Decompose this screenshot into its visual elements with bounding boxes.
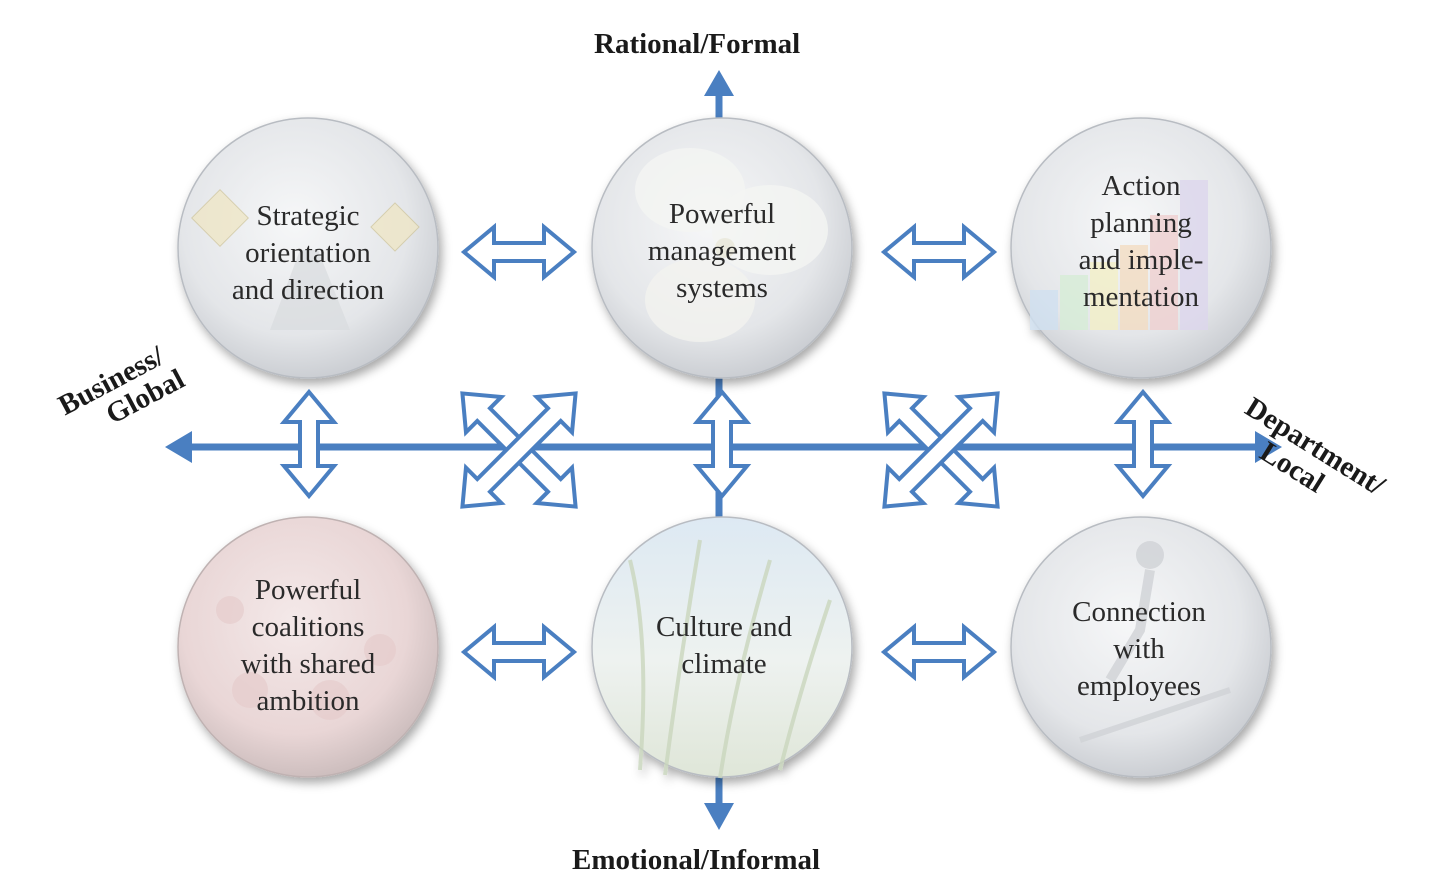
diagonal-arrow-icon bbox=[460, 391, 578, 509]
node-circle-top-center bbox=[591, 117, 853, 379]
left-arrowhead-icon bbox=[165, 431, 192, 463]
double-arrow-icon bbox=[880, 622, 998, 682]
double-arrow-icon bbox=[692, 388, 752, 500]
down-arrowhead-icon bbox=[704, 803, 734, 830]
node-circle-top-right bbox=[1010, 117, 1272, 379]
node-circle-bottom-left bbox=[177, 516, 439, 778]
axis-label-bottom: Emotional/Informal bbox=[572, 844, 821, 876]
horizontal-double-arrows bbox=[460, 222, 998, 682]
node-circle-top-left bbox=[177, 117, 439, 379]
right-arrowhead-icon bbox=[1255, 431, 1282, 463]
node-text-connection-employees: Connection with employees bbox=[1072, 596, 1206, 702]
node-text-culture-climate: Culture and climate bbox=[655, 611, 793, 680]
double-arrow-icon bbox=[1113, 388, 1173, 500]
double-arrow-icon bbox=[460, 622, 578, 682]
double-arrow-icon bbox=[880, 222, 998, 282]
node-text-strategic-orientation: Strategic orientation and direction bbox=[231, 200, 385, 306]
axis-label-top: Rational/Formal bbox=[594, 28, 801, 60]
diagonal-cross-arrows bbox=[460, 391, 1000, 509]
node-text-management-systems: Powerful management systems bbox=[647, 198, 797, 304]
node-circle-bottom-center bbox=[591, 516, 853, 779]
node-text-action-planning: Action planning and imple- mentation bbox=[1078, 170, 1204, 313]
node-text-powerful-coalitions: Powerful coalitions with shared ambition bbox=[240, 574, 376, 717]
double-arrow-icon bbox=[460, 222, 578, 282]
up-arrowhead-icon bbox=[704, 70, 734, 96]
vertical-double-arrows bbox=[279, 388, 1173, 500]
double-arrow-icon bbox=[279, 388, 339, 500]
node-circle-bottom-right bbox=[1010, 516, 1272, 778]
diagonal-arrow-icon bbox=[882, 391, 1000, 509]
